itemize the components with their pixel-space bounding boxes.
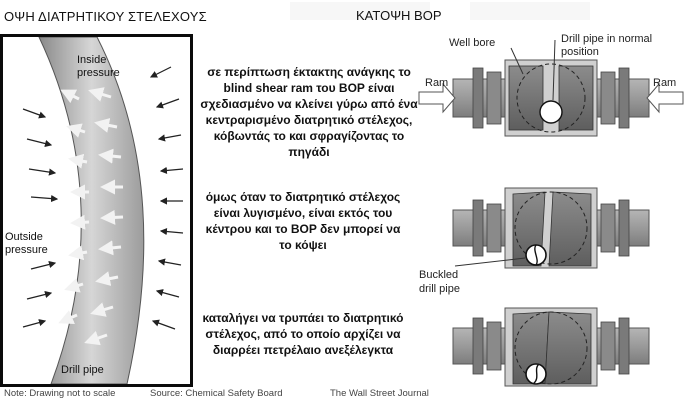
flange — [486, 321, 502, 371]
ram-arrow-right — [646, 82, 684, 114]
ram-label-left: Ram — [425, 77, 448, 89]
flange — [618, 317, 630, 375]
buckled-label-2: drill pipe — [419, 283, 460, 295]
drill-pipe-panel: Inside pressure Outside pressure Drill p… — [0, 34, 193, 387]
flange — [618, 67, 630, 129]
left-title: ΟΨΗ ΔΙΑΤΡΗΤΙΚΟΥ ΣΤΕΛΕΧΟΥΣ — [4, 9, 207, 24]
drill-pipe-normal-label-1: Drill pipe in normal — [561, 33, 652, 45]
footer-source: Source: Chemical Safety Board — [150, 388, 283, 399]
inside-pressure-arrows — [58, 87, 124, 346]
pierced-pipe-circle — [525, 363, 547, 385]
inside-pressure-label-1: Inside — [77, 54, 106, 66]
faded-header-background — [290, 2, 430, 20]
flange — [618, 199, 630, 257]
bop-centered: Well bore Drill pipe in normal position … — [418, 33, 684, 137]
ram-block-right — [548, 191, 592, 267]
pipe-crush-mark — [534, 244, 538, 266]
bop-diagrams: Well bore Drill pipe in normal position … — [418, 33, 684, 387]
flange — [472, 317, 484, 375]
outside-pressure-label-1: Outside — [5, 231, 43, 243]
outside-pressure-label-2: pressure — [5, 244, 48, 256]
inside-pressure-label-2: pressure — [77, 67, 120, 79]
outside-pressure-arrows-right — [149, 66, 184, 330]
ram-block-left — [508, 65, 544, 131]
flange — [600, 71, 616, 125]
ram-arrow-left — [418, 82, 456, 114]
flange — [472, 199, 484, 257]
bop-buckled: Buckled drill pipe — [419, 187, 650, 295]
pipe-wall — [38, 37, 145, 384]
drill-pipe-diagram: Inside pressure Outside pressure Drill p… — [5, 37, 184, 384]
well-bore-circle — [514, 311, 588, 385]
caption-buckled-pipe: όμως όταν το διατρητικό στέλεχος είναι λ… — [205, 190, 401, 252]
well-bore-label: Well bore — [449, 37, 495, 49]
buckled-leader — [454, 257, 526, 267]
well-bore-leader — [510, 47, 524, 75]
right-title: ΚΑΤΟΨΗ BOP — [356, 8, 442, 23]
faded-header-background — [470, 2, 590, 20]
flange — [486, 71, 502, 125]
drill-pipe-leader — [552, 39, 556, 101]
drill-pipe-normal-label-2: position — [561, 46, 599, 58]
ram-block-right — [544, 311, 592, 385]
drill-pipe-label: Drill pipe — [61, 364, 104, 376]
pipe-pierce-mark — [532, 363, 540, 385]
flange — [486, 203, 502, 253]
flange — [600, 321, 616, 371]
footer-publisher: The Wall Street Journal — [330, 388, 429, 399]
flange — [472, 67, 484, 129]
caption-centered-pipe: σε περίπτωση έκτακτης ανάγκης το blind s… — [200, 65, 418, 159]
bop-pierced — [452, 307, 650, 387]
ram-label-right: Ram — [653, 77, 676, 89]
buckled-label-1: Buckled — [419, 269, 458, 281]
well-bore-circle — [516, 63, 586, 133]
outside-pressure-arrows-left — [22, 108, 59, 328]
drill-pipe-circle — [539, 100, 563, 124]
footer-note: Note: Drawing not to scale — [4, 388, 116, 399]
flange — [600, 203, 616, 253]
ram-block-right — [558, 65, 594, 131]
caption-pierced-pipe: καταλήγει να τρυπάει το διατρητικό στέλε… — [202, 311, 404, 357]
well-bore-circle — [514, 191, 588, 265]
